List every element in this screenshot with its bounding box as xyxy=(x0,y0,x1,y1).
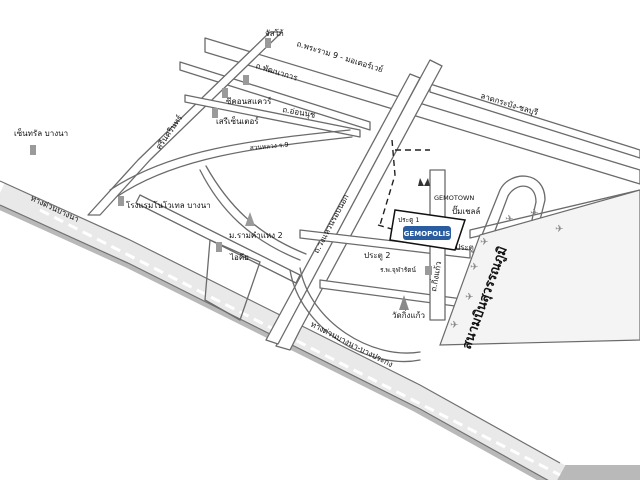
label-ramkhamhaeng2: ม.รามคำแหง 2 xyxy=(229,231,283,240)
label-mega: ไอคีย xyxy=(229,253,249,262)
airplane-icon: ✈ xyxy=(505,214,513,225)
airplane-icon: ✈ xyxy=(555,224,563,235)
label-gemotown: GEMOTOWN xyxy=(434,194,474,202)
building-icon xyxy=(30,145,36,155)
label-seri-center: เสรีเซ็นเตอร์ xyxy=(216,116,259,126)
gemopolis-logo xyxy=(403,226,451,240)
building-icon xyxy=(243,75,249,85)
building-icon xyxy=(212,108,218,118)
label-gate-3: ประตู xyxy=(455,243,474,253)
gemotown-icon xyxy=(418,178,430,186)
building-icon xyxy=(265,38,271,48)
label-central-bangna: เซ็นทรัล บางนา xyxy=(14,128,68,138)
temple-icon xyxy=(245,212,255,226)
airplane-icon: ✈ xyxy=(450,320,458,331)
label-gas-station: ปั๊มเชลล์ xyxy=(452,205,480,216)
label-gate-2: ประตู 2 xyxy=(364,251,391,261)
road-network xyxy=(87,31,640,363)
label-srinakarin: ศรีนครินทร์ xyxy=(153,112,184,151)
airplane-icon: ✈ xyxy=(470,262,478,273)
gemopolis-label: GEMOPOLIS xyxy=(404,230,451,238)
gemopolis-site: GEMOPOLIS xyxy=(389,209,466,251)
label-jusco: จัสโก้ xyxy=(265,28,284,38)
airplane-icon: ✈ xyxy=(465,292,473,303)
label-suan-luang: สวนหลวง ร.9 xyxy=(249,141,288,152)
building-icon xyxy=(118,196,124,206)
building-icon xyxy=(425,266,432,275)
label-hospital: ร.พ.จุฬารัตน์ xyxy=(380,266,417,274)
label-seacon-square: ซีคอนสแควร์ xyxy=(226,96,272,106)
airplane-icon: ✈ xyxy=(480,237,488,248)
label-novotel: โรงแรมโนโวเทล บางนา xyxy=(126,200,211,210)
building-icon xyxy=(216,242,222,252)
building-icon xyxy=(222,88,228,98)
landmark-icons xyxy=(30,38,432,310)
temple-icon xyxy=(399,295,409,310)
label-king-kaeo-temple: วัดกิ่งแก้ว xyxy=(392,309,425,320)
label-gate-1: ประตู 1 xyxy=(398,216,420,224)
airplane-icon: ✈ xyxy=(530,208,538,219)
